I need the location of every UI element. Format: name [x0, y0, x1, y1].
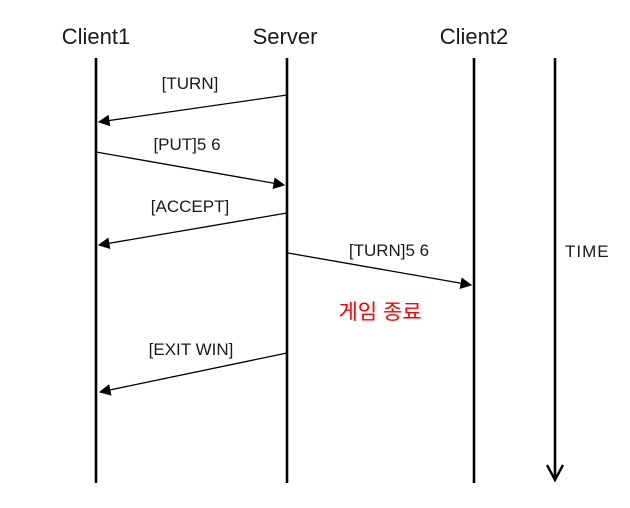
message-accept: [ACCEPT]	[97, 197, 288, 250]
message-turn: [TURN]	[97, 74, 288, 127]
message-turn2: [TURN]5 6	[287, 241, 473, 289]
message-put-arrow	[95, 151, 286, 189]
actor-label-client2: Client2	[440, 24, 508, 49]
message-accept-arrow	[97, 212, 288, 250]
message-turn-label: [TURN]	[162, 74, 219, 93]
message-put: [PUT]5 6	[95, 135, 286, 189]
time-axis-arrow	[545, 58, 565, 483]
message-exit-win-label: [EXIT WIN]	[149, 340, 234, 359]
message-turn2-label: [TURN]5 6	[349, 241, 429, 260]
message-turn-arrow	[97, 94, 288, 127]
message-exit-win: [EXIT WIN]	[98, 340, 288, 396]
message-accept-label: [ACCEPT]	[151, 197, 229, 216]
message-put-label: [PUT]5 6	[153, 135, 220, 154]
message-exit-win-arrow	[98, 352, 288, 396]
actor-label-server: Server	[253, 24, 318, 49]
game-over-annotation: 게임 종료	[338, 301, 421, 324]
actor-label-client1: Client1	[62, 24, 130, 49]
time-axis-arrowhead-icon	[545, 464, 565, 483]
message-turn2-arrow	[287, 252, 473, 289]
time-axis-label: TIME	[565, 242, 610, 261]
